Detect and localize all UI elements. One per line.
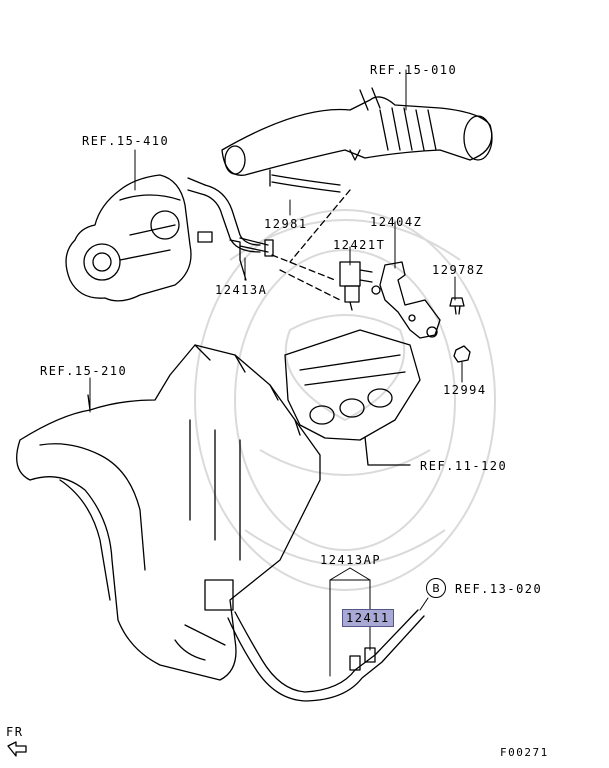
front-direction-arrow (7, 741, 27, 757)
label-part-12411[interactable]: 12411 (342, 609, 394, 627)
leader-lines (89, 69, 463, 677)
label-part-12413ap: 12413AP (320, 553, 382, 567)
hose-12981 (269, 169, 341, 193)
bracket-12404z (371, 261, 441, 339)
intake-manifold (16, 344, 321, 681)
nut-12994 (453, 345, 471, 363)
label-part-12421t: 12421T (333, 238, 386, 252)
label-part-12404z: 12404Z (370, 215, 423, 229)
label-ref-15-410: REF.15-410 (82, 134, 170, 148)
air-intake-hose (221, 87, 493, 176)
solenoid-valve-12421t (339, 261, 373, 311)
pcv-hose-12411 (227, 609, 425, 702)
label-ref-15-210: REF.15-210 (40, 364, 128, 378)
cylinder-head (284, 329, 421, 466)
label-ref-15-010: REF.15-010 (370, 63, 458, 77)
label-part-12994: 12994 (443, 383, 487, 397)
label-fr: FR (6, 725, 24, 739)
vacuum-hose-12413a (229, 237, 274, 281)
watermark-emblem (194, 209, 496, 591)
label-ref-13-020: REF.13-020 (455, 582, 543, 596)
label-figure-code: F00271 (500, 746, 549, 759)
turbocharger-assembly (65, 174, 261, 302)
label-part-12981: 12981 (264, 217, 308, 231)
label-part-12978z: 12978Z (432, 263, 485, 277)
dashed-leader-lines (271, 189, 351, 301)
label-ref-11-120: REF.11-120 (420, 459, 508, 473)
bolt-12978z (449, 297, 465, 315)
ref-circle-b: B (426, 578, 446, 598)
label-part-12413a: 12413A (215, 283, 268, 297)
